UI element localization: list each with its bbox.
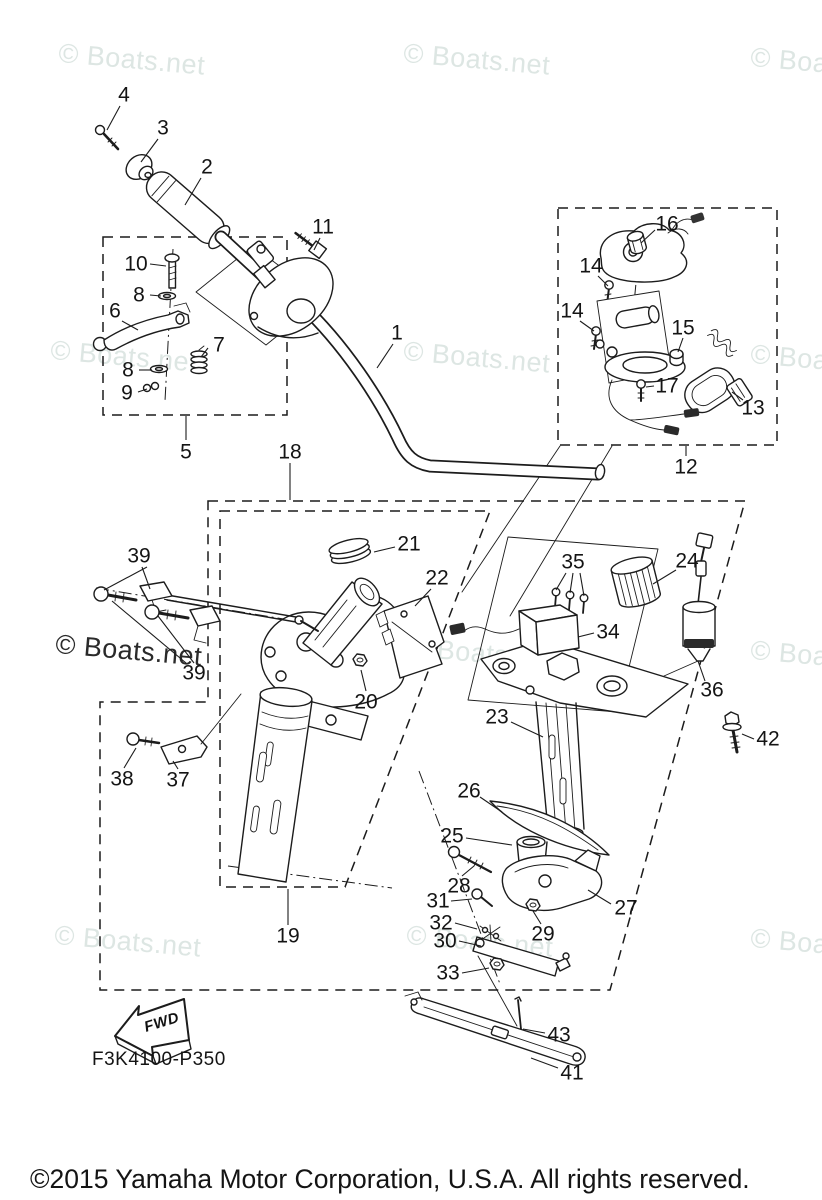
- nut-33: [489, 957, 505, 971]
- callout-13: 13: [741, 396, 765, 420]
- steering-stem-group: [447, 532, 742, 977]
- callout-6: 6: [109, 299, 121, 323]
- callout-39b: 39: [182, 661, 206, 685]
- callout-12: 12: [674, 455, 698, 479]
- callout-35: 35: [561, 550, 585, 574]
- callout-25: 25: [440, 824, 464, 848]
- switch-wires: [608, 379, 700, 436]
- mount-plate: [480, 639, 689, 718]
- screw-17: [636, 379, 646, 402]
- lever-6: [92, 302, 191, 352]
- callout-27: 27: [614, 896, 638, 920]
- callout-8b: 8: [122, 358, 134, 382]
- pin-43: [514, 996, 522, 1030]
- bracket-27: [501, 849, 603, 912]
- bolt-42: [722, 711, 742, 754]
- callout-2: 2: [201, 155, 213, 179]
- callout-34: 34: [596, 620, 620, 644]
- switch-plate: [595, 290, 686, 384]
- lever-group-5: [92, 253, 208, 393]
- screw-14-lower: [590, 326, 601, 350]
- callout-21: 21: [397, 532, 421, 556]
- handle-mount-bracket: [246, 240, 334, 339]
- screws-35: [551, 587, 589, 614]
- group-box-19: [219, 510, 492, 888]
- link-rod-41: [404, 991, 586, 1066]
- bracket-30: [472, 936, 571, 977]
- callout-41: 41: [560, 1061, 584, 1085]
- callout-8a: 8: [133, 283, 145, 307]
- callout-36: 36: [700, 678, 724, 702]
- bolt-31: [471, 888, 493, 907]
- bolt-10: [164, 253, 180, 289]
- callout-7: 7: [213, 333, 225, 357]
- screw-28: [447, 845, 493, 874]
- callout-32: 32: [429, 911, 453, 935]
- callout-26: 26: [457, 779, 481, 803]
- callout-19: 19: [276, 924, 300, 948]
- callout-11: 11: [312, 215, 334, 239]
- group-box-18: [99, 500, 746, 991]
- callout-20: 20: [354, 690, 378, 714]
- callout-42: 42: [756, 727, 780, 751]
- friction-plate-26: [489, 800, 610, 856]
- clamp-37-38: [126, 693, 242, 765]
- callout-18: 18: [278, 440, 302, 464]
- leader-lines: [103, 105, 755, 1069]
- callout-24: 24: [675, 549, 699, 573]
- callout-43: 43: [547, 1023, 571, 1047]
- callout-37: 37: [166, 768, 190, 792]
- spring-coil: [707, 329, 737, 357]
- callout-30: 30: [433, 929, 457, 953]
- callout-14b: 14: [560, 299, 584, 323]
- swivel-assembly: [93, 537, 445, 883]
- bracket-22: [375, 595, 445, 679]
- spring-7: [190, 345, 208, 375]
- callout-39a: 39: [127, 544, 151, 568]
- copyright-text: ©2015 Yamaha Motor Corporation, U.S.A. A…: [30, 1164, 750, 1194]
- callout-9: 9: [121, 381, 133, 405]
- callout-23: 23: [485, 705, 509, 729]
- callout-1: 1: [391, 321, 403, 345]
- callout-16: 16: [655, 212, 679, 236]
- callout-10: 10: [124, 252, 148, 276]
- callout-3: 3: [157, 116, 169, 140]
- callout-22: 22: [425, 566, 449, 590]
- nut-20: [352, 653, 368, 667]
- nut-15: [669, 348, 684, 367]
- tilt-tube: [302, 577, 383, 666]
- group-box-12: [557, 207, 778, 446]
- relay-box-34: [449, 604, 580, 656]
- callout-28: 28: [447, 874, 471, 898]
- steering-column: [237, 686, 313, 883]
- bolt-11: [294, 231, 328, 260]
- friction-cylinder-24: [610, 556, 661, 608]
- nut-29: [525, 898, 541, 912]
- bolt-4: [94, 124, 120, 151]
- grommet-3: [125, 153, 154, 181]
- callout-38: 38: [110, 767, 134, 791]
- callout-15: 15: [671, 316, 695, 340]
- washer-8-upper: [157, 291, 177, 301]
- cap-21: [328, 537, 372, 565]
- part-code: F3K4100-P350: [92, 1049, 226, 1070]
- callout-14a: 14: [579, 254, 603, 278]
- callout-31: 31: [426, 889, 450, 913]
- knob-16: [626, 230, 647, 255]
- link-rod-group: FWD: [114, 955, 586, 1066]
- callout-29: 29: [531, 922, 555, 946]
- callout-5: 5: [180, 440, 192, 464]
- callout-4: 4: [118, 83, 130, 107]
- cable-assembly-36: [663, 532, 716, 677]
- washer-8-lower: [149, 364, 169, 374]
- clip-32: [479, 924, 502, 943]
- callout-33: 33: [436, 961, 460, 985]
- handlebar-assembly: [94, 124, 606, 481]
- tie-rod-39: [93, 581, 319, 644]
- fwd-arrow: FWD: [114, 998, 192, 1065]
- callout-17: 17: [655, 374, 679, 398]
